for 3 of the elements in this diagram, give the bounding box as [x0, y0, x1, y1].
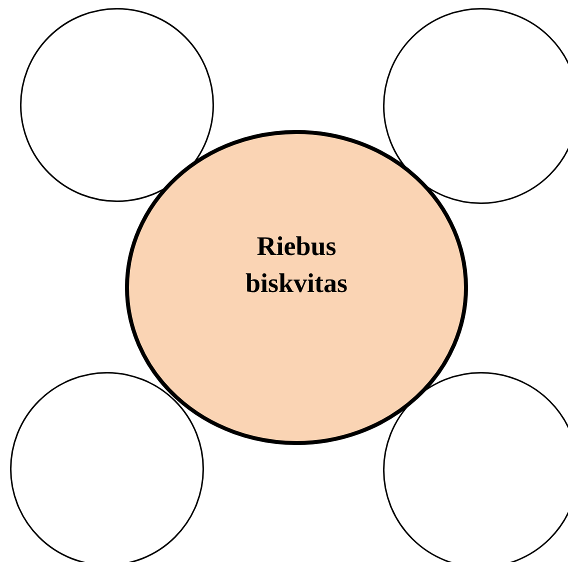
ellipse-node [125, 130, 468, 445]
empty-circle [20, 8, 214, 202]
node-label: Riebus biskvitas [244, 230, 349, 300]
